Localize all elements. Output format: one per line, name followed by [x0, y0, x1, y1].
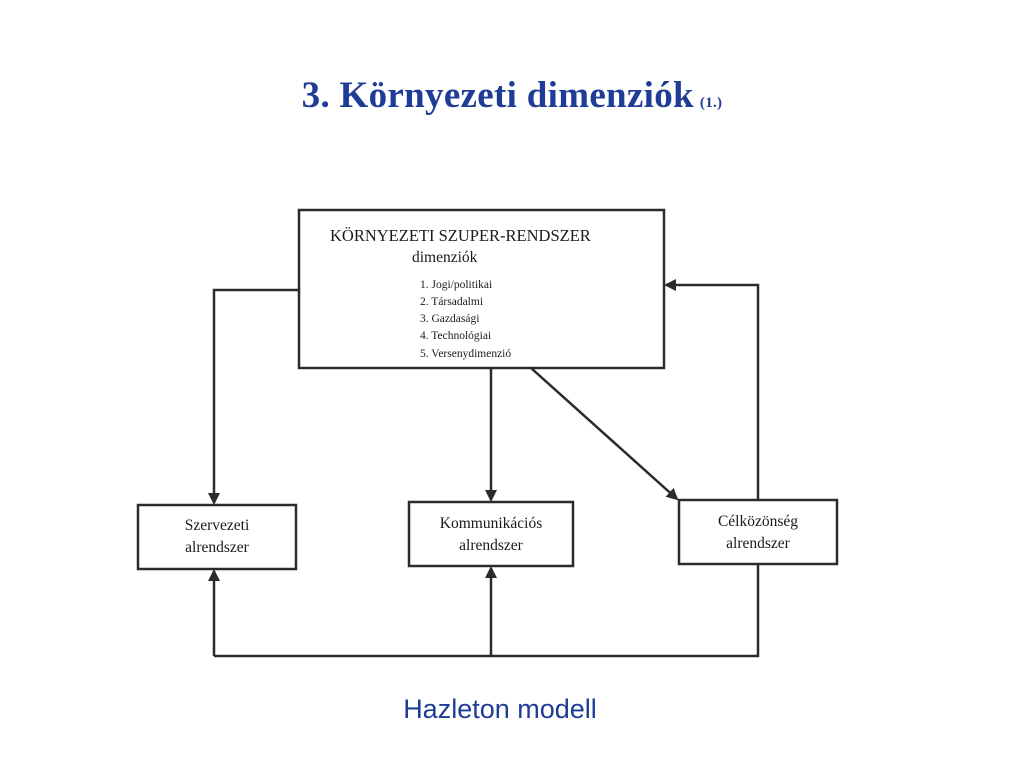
super-system-subheading: dimenziók [412, 249, 478, 266]
communication-subsystem-box: Kommunikációs alrendszer [407, 500, 575, 568]
organizational-subsystem-line1: Szervezeti [185, 517, 250, 534]
communication-subsystem-line2: alrendszer [459, 537, 524, 554]
slide-title: 3. Környezeti dimenziók (1.) [0, 74, 1024, 117]
organizational-subsystem-line2: alrendszer [185, 539, 250, 556]
diagram-caption: Hazleton modell [403, 694, 597, 724]
dimension-item: 5. Versenydimenzió [420, 348, 511, 360]
dimension-item: 3. Gazdasági [420, 313, 479, 325]
feedback-bus-line [214, 564, 760, 658]
dimension-item: 2. Társadalmi [420, 296, 483, 308]
super-system-box: KÖRNYEZETI SZUPER-RENDSZER dimenziók 1. … [297, 208, 666, 370]
communication-subsystem-line1: Kommunikációs [440, 515, 542, 532]
arrow-super-to-target-audience [530, 367, 679, 501]
target-audience-subsystem-line2: alrendszer [726, 535, 791, 552]
arrow-super-to-organizational [208, 288, 299, 505]
slide-title-suffix: (1.) [699, 95, 723, 111]
slide-title-text: 3. Környezeti dimenziók [301, 75, 694, 116]
target-audience-subsystem-line1: Célközönség [718, 513, 798, 530]
organizational-subsystem-box: Szervezeti alrendszer [136, 503, 298, 571]
dimension-item: 4. Technológiai [420, 330, 491, 342]
arrow-target-audience-to-super [664, 279, 760, 500]
dimension-item: 1. Jogi/politikai [420, 279, 492, 291]
super-system-heading: KÖRNYEZETI SZUPER-RENDSZER [330, 226, 591, 245]
target-audience-subsystem-box: Célközönség alrendszer [677, 498, 839, 566]
